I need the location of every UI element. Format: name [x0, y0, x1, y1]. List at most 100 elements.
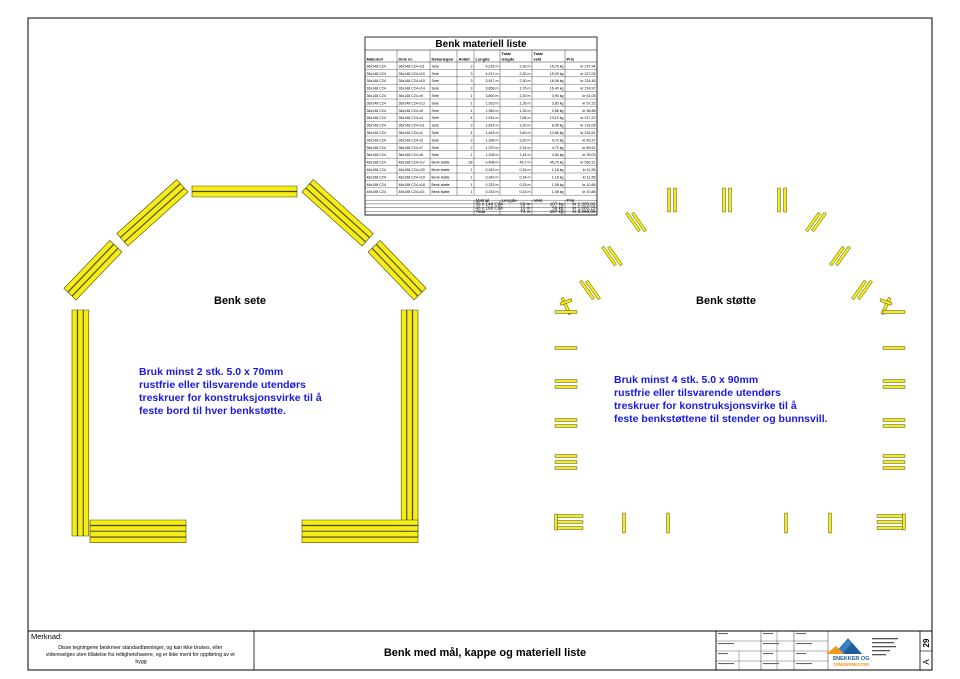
table-cell: Benk støtte: [432, 161, 450, 165]
support-slot: [631, 211, 647, 233]
table-cell: 48x198 C24: [367, 175, 386, 179]
table-cell: Benk støtte: [432, 175, 450, 179]
table-cell: 1,208 m: [486, 153, 499, 157]
summary-header-cell: Matrial: [476, 198, 490, 203]
seat-plank: [120, 183, 185, 243]
table-cell: 13,10 kg: [550, 116, 564, 120]
table-cell: 2,30 m: [520, 64, 531, 68]
summary-cell: 74 m: [520, 209, 530, 214]
support-slot: [554, 460, 578, 464]
table-cell: 36x148 C24-x14: [399, 87, 425, 91]
table-cell: 36x148 C24: [367, 124, 386, 128]
seat-plank: [371, 243, 423, 297]
seat-note-line: treskruer for konstruksjonsvirke til å: [139, 392, 322, 404]
seat-plank: [77, 309, 84, 537]
table-cell: 48x198 C24-x18: [399, 183, 425, 187]
bench-seat-drawing: [63, 179, 427, 543]
table-cell: 1: [471, 153, 473, 157]
support-slot: [607, 245, 623, 267]
support-note-line: Bruk minst 4 stk. 5.0 x 90mm: [614, 374, 758, 386]
table-cell: kr 56,88: [583, 109, 596, 113]
table-cell: 1,914 m: [486, 116, 499, 120]
table-cell: 2,34 m: [520, 146, 531, 150]
support-slot: [556, 514, 584, 518]
table-cell: kr 83,37: [583, 138, 596, 142]
support-slot: [882, 424, 906, 428]
support-slot: [622, 512, 626, 534]
table-cell: 28: [469, 161, 473, 165]
support-slot: [882, 346, 906, 350]
seat-plank: [309, 179, 374, 238]
table-cell: 8,45 kg: [552, 124, 564, 128]
support-slot: [625, 211, 641, 233]
table-cell: 1,18 kg: [552, 168, 564, 172]
table-cell: 36x148 C24: [367, 87, 386, 91]
summary-header-cell: Vekt: [534, 198, 544, 203]
table-cell: 1,26 m: [520, 109, 531, 113]
table-cell: kr 57,22: [583, 101, 596, 105]
table-cell: 36x148 C24-x3: [399, 138, 423, 142]
support-note-line: feste benkstøttene til stender og bunnsv…: [614, 413, 828, 425]
table-cell: 4: [471, 116, 473, 120]
table-cell: 3,83 kg: [552, 101, 564, 105]
table-cell: 1: [471, 101, 473, 105]
seat-title: Benk sete: [214, 295, 266, 307]
table-cell: 48x198 C24-x19: [399, 175, 425, 179]
summary-header-cell: Pris: [567, 198, 576, 203]
table-cell: 36x148 C24-x5: [399, 109, 423, 113]
seat-note-line: Bruk minst 2 stk. 5.0 x 70mm: [139, 366, 283, 378]
seat-plank: [89, 531, 187, 538]
table-cell: 2,30 m: [520, 72, 531, 76]
table-cell: Sete: [432, 124, 439, 128]
seat-plank: [412, 309, 419, 537]
table-cell: 3,80 m: [520, 131, 531, 135]
sheet-number: 29: [922, 638, 931, 647]
table-cell: 36x148 C24-x13: [399, 101, 425, 105]
table-cell: 15,79 kg: [550, 64, 564, 68]
table-header-cell: Pris: [567, 57, 575, 62]
table-header-cell: vekt: [534, 57, 543, 62]
support-slot: [554, 418, 578, 422]
table-cell: 48x198 C24: [367, 168, 386, 172]
table-cell: 3: [471, 72, 473, 76]
table-cell: 48x198 C24-x20: [399, 168, 425, 172]
table-header-cell: lengde: [502, 57, 516, 62]
remark-text: Disse tegningene beskriver standardløsni…: [46, 645, 236, 665]
table-cell: 3,20 m: [520, 138, 531, 142]
support-slot: [851, 279, 867, 301]
table-cell: 2: [471, 146, 473, 150]
logo-text: TØMMERMESTER: [833, 662, 869, 667]
table-cell: 4,73 kg: [552, 146, 564, 150]
table-cell: kr 11,55: [583, 175, 596, 179]
seat-note-line: feste bord til hver benkstøtte.: [139, 405, 286, 417]
support-slot: [805, 211, 821, 233]
seat-plank: [71, 247, 123, 301]
table-cell: Sete: [432, 116, 439, 120]
table-cell: 1: [471, 94, 473, 98]
table-cell: 1,08 kg: [552, 190, 564, 194]
table-cell: 2,30 m: [520, 79, 531, 83]
table-cell: 36x148 C24-x11: [399, 64, 425, 68]
support-slot: [876, 514, 904, 518]
support-slot: [783, 187, 787, 213]
support-slot: [585, 279, 601, 301]
table-cell: Sete: [432, 131, 439, 135]
support-slot: [559, 298, 573, 306]
table-cell: 36x148 C24: [367, 64, 386, 68]
table-cell: 1,923 m: [486, 101, 499, 105]
table-cell: kr 224,45: [581, 79, 596, 83]
table-cell: Sete: [432, 109, 439, 113]
support-slot: [728, 187, 732, 213]
support-slot: [882, 418, 906, 422]
summary-cell: 16 m: [520, 205, 530, 210]
table-cell: kr 530,31: [581, 161, 596, 165]
table-cell: 3,800 m: [486, 94, 499, 98]
table-cell: 16,06 kg: [550, 79, 564, 83]
support-note-line: rustfrie eller tilsvarende utendørs: [614, 387, 781, 399]
table-cell: 0,498 m: [486, 161, 499, 165]
company-logo: SNEKKER OG TØMMERMESTER: [826, 638, 869, 667]
support-slot: [882, 310, 906, 314]
support-title: Benk støtte: [696, 295, 756, 307]
logo-text: SNEKKER OG: [833, 656, 870, 662]
support-slot: [722, 187, 726, 213]
